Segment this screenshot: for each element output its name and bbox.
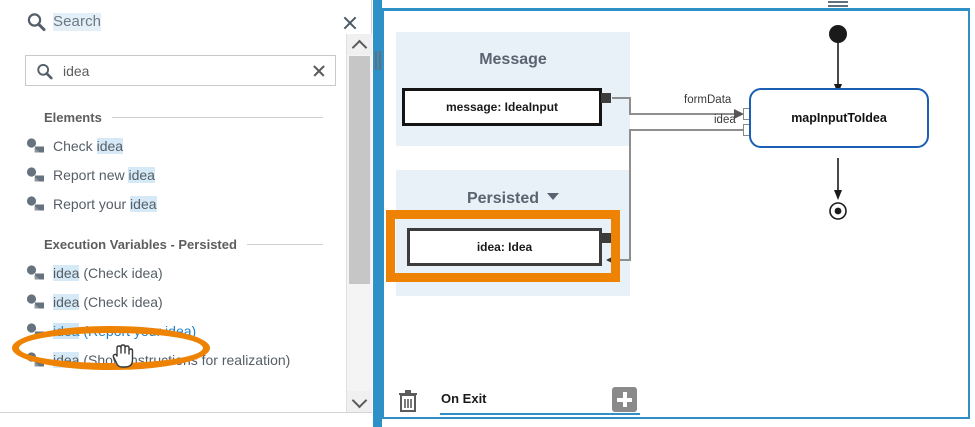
sidebar-scrollbar[interactable] (346, 34, 372, 412)
list-item[interactable]: Check idea (0, 131, 345, 160)
list-item[interactable]: idea (Check idea) (0, 258, 345, 287)
list-item-label: Report your idea (53, 195, 157, 212)
result-group-label: Execution Variables - Persisted (44, 236, 237, 252)
idea-output-port[interactable] (601, 233, 611, 243)
close-icon[interactable] (341, 14, 359, 32)
diagram-canvas: Message message: IdeaInput Persisted ide… (382, 8, 970, 419)
vertical-splitter-grip[interactable] (374, 51, 382, 70)
list-item-label: Report new idea (53, 166, 155, 183)
swimlane-persisted-title: Persisted (396, 190, 630, 208)
scrollbar-thumb[interactable] (349, 56, 370, 284)
clear-icon[interactable] (312, 64, 326, 78)
list-item[interactable]: idea (Report your idea) (0, 316, 345, 345)
annotation-rectangle (386, 210, 620, 282)
search-input-wrapper[interactable] (25, 55, 336, 86)
chevron-down-icon[interactable] (347, 391, 372, 412)
chevron-up-icon[interactable] (347, 34, 372, 56)
node-message-label: message: IdeaInput (445, 100, 559, 114)
list-item[interactable]: idea (Check idea) (0, 287, 345, 316)
horizontal-splitter-grip[interactable] (828, 0, 848, 9)
list-item-label: idea (Check idea) (53, 264, 163, 281)
node-mapinputtoidea[interactable]: mapInputToIdea (749, 88, 929, 148)
list-item-label: idea (Show instructions for realization) (53, 351, 291, 368)
person-icon (26, 294, 44, 309)
result-group-header: Elements (44, 103, 323, 131)
person-icon (26, 138, 44, 153)
initial-node (829, 25, 847, 43)
swimlane-message-title: Message (479, 51, 547, 68)
list-item-label: idea (Report your idea) (53, 322, 197, 339)
canvas-bottom-toolbar: On Exit (384, 386, 968, 417)
node-mapinputtoidea-label: mapInputToIdea (791, 111, 887, 125)
chevron-down-icon[interactable] (547, 193, 560, 200)
divider (246, 243, 323, 245)
person-icon (26, 196, 44, 211)
person-icon (26, 323, 44, 338)
list-item-label: Check idea (53, 137, 124, 154)
node-message-ideainput[interactable]: message: IdeaInput (402, 88, 602, 126)
trash-icon[interactable] (397, 389, 419, 413)
group-spacer (0, 218, 345, 230)
person-icon (26, 167, 44, 182)
page-title: Search (53, 13, 102, 31)
list-item[interactable]: idea (Show instructions for realization) (0, 345, 345, 374)
vertical-splitter[interactable] (373, 0, 382, 427)
divider (111, 116, 323, 118)
tab-active-underline (440, 413, 640, 415)
list-item[interactable]: Report your idea (0, 189, 345, 218)
result-group-header: Execution Variables - Persisted (44, 230, 323, 258)
tab-on-exit[interactable]: On Exit (440, 389, 640, 415)
node-idea-idea[interactable]: idea: Idea (407, 228, 602, 266)
message-output-port[interactable] (601, 93, 611, 103)
person-icon (26, 265, 44, 280)
search-panel-header: Search (0, 0, 371, 44)
node-idea-label: idea: Idea (476, 240, 533, 254)
connector-layer (606, 25, 847, 265)
search-icon (37, 63, 53, 80)
horizontal-splitter[interactable] (382, 8, 970, 11)
tab-on-exit-label: On Exit (441, 391, 487, 406)
result-group-label: Elements (44, 109, 102, 125)
flow-label-formdata: formData (684, 94, 732, 106)
person-icon (26, 352, 44, 367)
search-icon (27, 13, 46, 32)
list-item-label: idea (Check idea) (53, 293, 163, 310)
swimlane-persisted-label: Persisted (466, 190, 540, 207)
plus-icon[interactable] (612, 387, 637, 412)
list-item[interactable]: Report new idea (0, 160, 345, 189)
flow-label-idea: idea (714, 114, 736, 126)
search-input[interactable] (63, 56, 303, 85)
